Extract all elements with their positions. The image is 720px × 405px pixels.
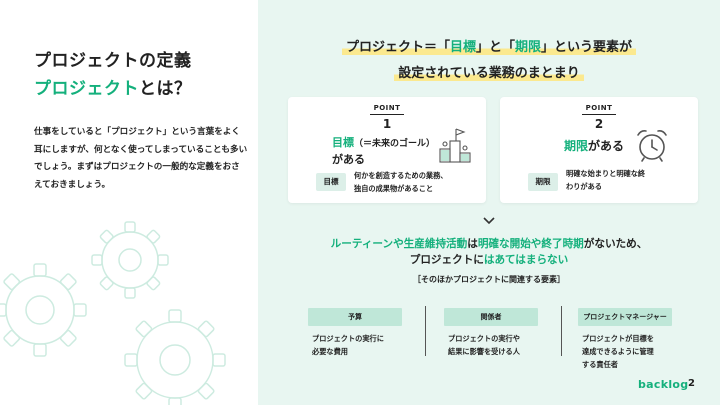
element-description-line1: プロジェクトが目標を [582, 334, 654, 343]
point-description: 何かを創造するための業務、 独自の成果物があること [354, 169, 447, 195]
element-budget: 予算 プロジェクトの実行に 必要な費用 [308, 308, 408, 358]
right-panel: プロジェクト＝「目標」と「期限」という要素が 設定されている業務のまとまり PO… [258, 0, 720, 405]
left-panel: プロジェクトの定義 プロジェクトとは？ 仕事をしていると「プロジェクト」という言… [0, 0, 258, 405]
element-label: 関係者 [444, 308, 538, 326]
headline-line1: プロジェクト＝「目標」と「期限」という要素が [258, 36, 720, 55]
point-tag: 期限 [528, 173, 558, 191]
statement-text-c: プロジェクトに [409, 254, 484, 266]
point-description-line2: 独自の成果物があること [354, 184, 434, 193]
element-description-line1: プロジェクトの実行や [448, 334, 520, 343]
statement-keyword-routine: ルーティーンや生産維持活動 [330, 238, 468, 250]
related-elements-title: ［そのほかプロジェクトに関連する要素］ [413, 275, 565, 284]
intro-text: 仕事をしていると「プロジェクト」という言葉をよく耳にしますが、何となく使ってしま… [34, 127, 248, 190]
point-description-line1: 明確な始まりと明確な終 [566, 169, 646, 178]
point-divider [370, 114, 404, 115]
element-description-line2: 結果に影響を受ける人 [448, 347, 520, 356]
point-label: POINT [373, 104, 401, 112]
element-label: プロジェクトマネージャー [578, 308, 672, 326]
headline-line2-text: 設定されている業務のまとまり [394, 66, 584, 81]
point-heading-keyword: 期限 [564, 139, 589, 153]
statement-line1: ルーティーンや生産維持活動は明確な開始や終了時期がないため、 [258, 236, 720, 251]
point-number: 1 [382, 117, 392, 131]
backlog-logo: backlog [638, 378, 689, 391]
page-number: 2 [688, 378, 695, 389]
statement-keyword-notapply: はあてはまらない [483, 254, 569, 266]
element-stakeholders: 関係者 プロジェクトの実行や 結果に影響を受ける人 [444, 308, 544, 358]
statement-line2: プロジェクトにはあてはまらない [258, 252, 720, 267]
headline-keyword-goal: 目標 [449, 40, 476, 55]
point-heading-rest: がある [588, 139, 625, 153]
point-description-line2: わりがある [566, 182, 602, 191]
point-card-2: POINT 2 期限がある 期限 明確な始まりと明確な終 わりがある [500, 97, 698, 203]
element-description: プロジェクトの実行に 必要な費用 [308, 332, 408, 358]
element-description: プロジェクトの実行や 結果に影響を受ける人 [444, 332, 544, 358]
point-heading: 期限がある [564, 137, 624, 154]
element-label: 予算 [308, 308, 402, 326]
statement-text-a: は [467, 238, 478, 250]
headline-text-a: プロジェクト＝「 [345, 40, 450, 55]
gears-decoration-icon [0, 221, 226, 405]
column-divider [425, 306, 426, 356]
subtitle-rest: とは？ [139, 79, 192, 99]
page-title: プロジェクトの定義 [34, 51, 192, 71]
headline-keyword-deadline: 期限 [515, 40, 542, 55]
alarm-clock-icon [637, 130, 667, 162]
page-subtitle: プロジェクトとは？ [34, 74, 192, 99]
element-description-line1: プロジェクトの実行に [312, 334, 384, 343]
element-project-manager: プロジェクトマネージャー プロジェクトが目標を 達成できるように管理 する責任者 [578, 308, 678, 371]
point-heading-rest: がある [332, 153, 365, 166]
headline-line2: 設定されている業務のまとまり [258, 62, 720, 81]
point-description: 明確な始まりと明確な終 わりがある [566, 167, 645, 193]
element-description: プロジェクトが目標を 達成できるように管理 する責任者 [578, 332, 678, 371]
element-description-line3: する責任者 [582, 360, 618, 369]
point-label: POINT [585, 104, 613, 112]
point-number: 2 [594, 117, 604, 131]
point-tag: 目標 [316, 173, 346, 191]
podium-flag-icon [439, 128, 471, 163]
statement-keyword-period: 明確な開始や終了時期 [477, 238, 584, 250]
headline-text-c: 」という要素が [541, 40, 633, 55]
point-card-1: POINT 1 目標（＝未来のゴール） がある 目標 何かを創造するた [288, 97, 486, 203]
element-description-line2: 必要な費用 [312, 347, 348, 356]
headline-text-b: 」と「 [475, 40, 515, 55]
chevron-down-icon [483, 217, 495, 225]
point-description-line1: 何かを創造するための業務、 [354, 171, 448, 180]
element-description-line2: 達成できるように管理 [582, 347, 654, 356]
point-heading-keyword: 目標 [332, 136, 354, 149]
subtitle-accent: プロジェクト [34, 79, 139, 99]
point-divider [582, 114, 616, 115]
point-heading-note: （＝未来のゴール） [354, 139, 436, 149]
statement-text-b: がないため、 [583, 238, 648, 250]
point-heading: 目標（＝未来のゴール） がある [332, 135, 435, 168]
column-divider [561, 306, 562, 356]
